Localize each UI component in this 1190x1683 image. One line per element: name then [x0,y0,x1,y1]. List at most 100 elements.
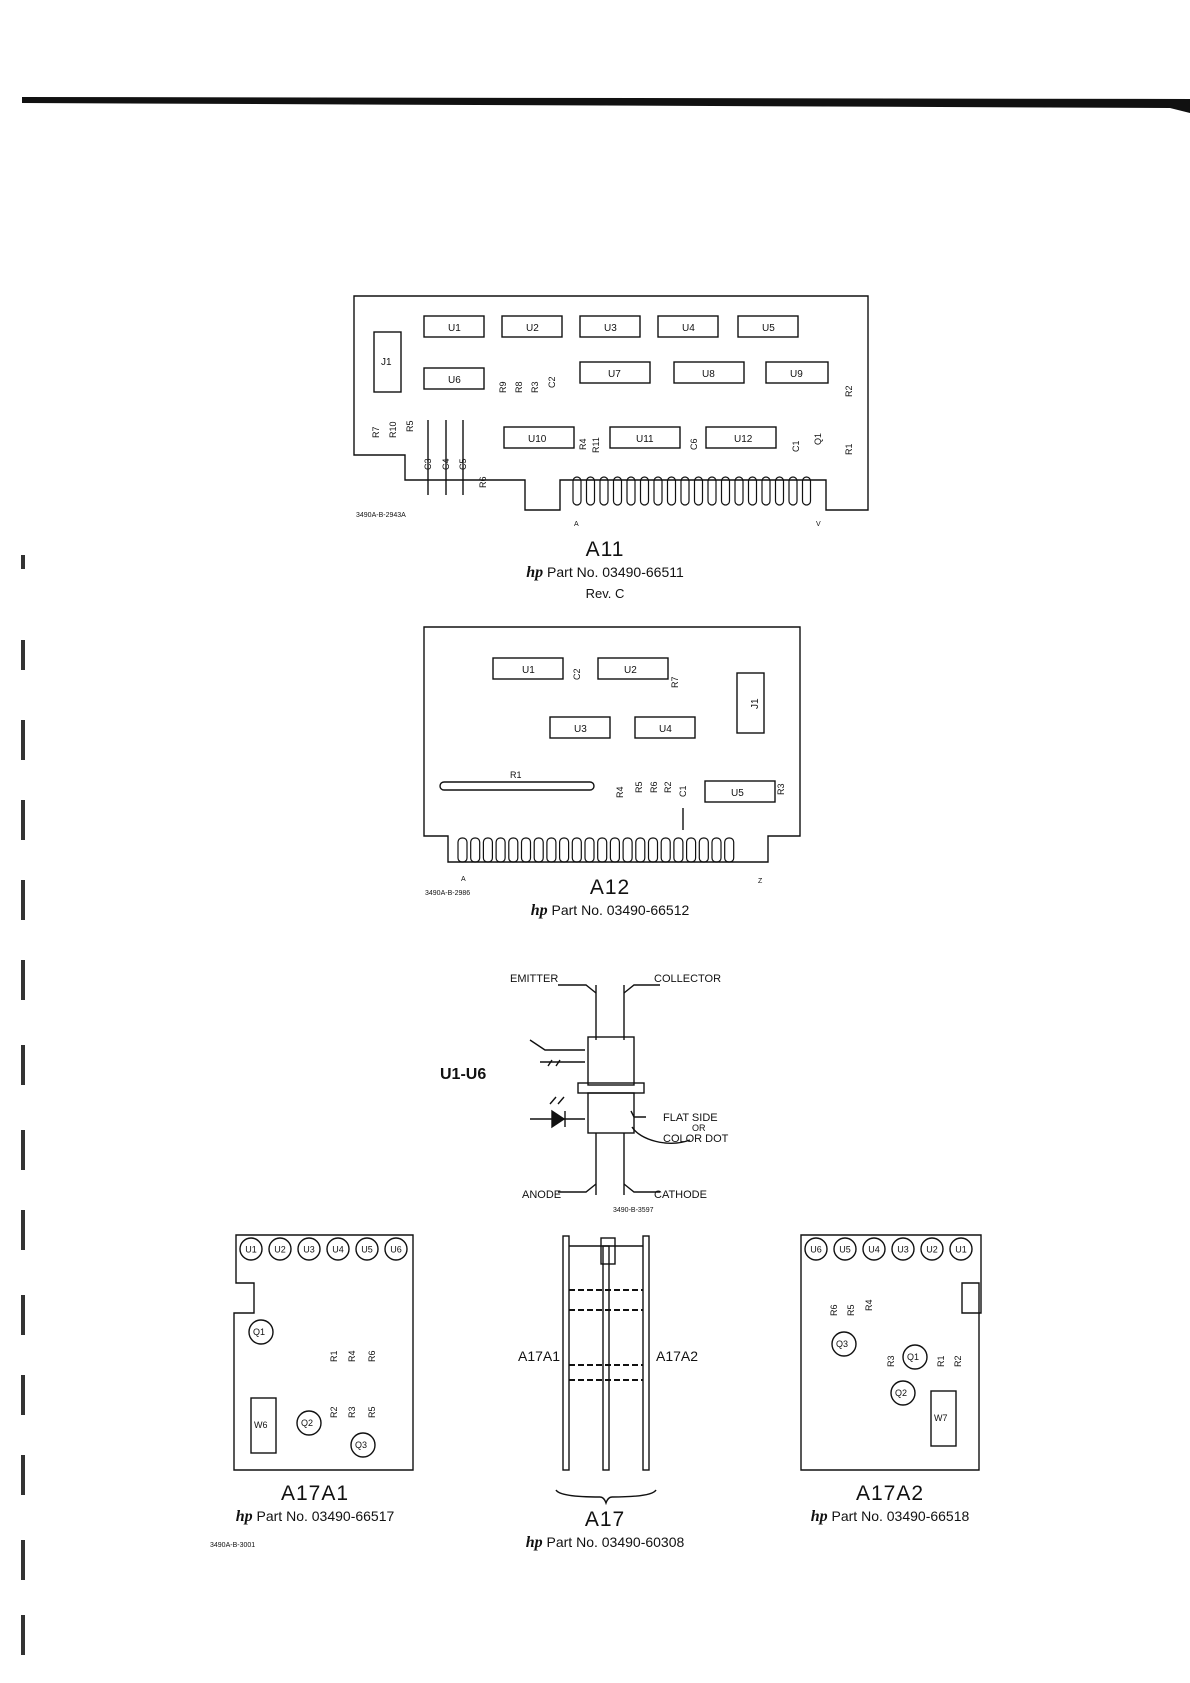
edge-connector-finger [572,476,582,506]
a17a1-r6: R6 [367,1350,377,1362]
a11-c1: C1 [791,440,801,452]
a12-c2: C2 [572,668,582,680]
socket-outline [355,1237,379,1261]
a17a2-r5: R5 [846,1304,856,1316]
edge-connector-finger [626,476,636,506]
a17a1-socket-u4: U4 [332,1245,344,1255]
a12-conn-first: A [461,876,466,883]
a17a2-socket-u5: U5 [839,1245,851,1255]
a17a1-r2: R2 [329,1406,339,1418]
opto-collector-label: COLLECTOR [654,973,721,985]
a17a2-wire: W7 [934,1413,948,1423]
a12-r7: R7 [670,676,680,688]
socket-outline [920,1237,944,1261]
a11-q1: Q1 [813,433,823,445]
socket-outline [384,1237,408,1261]
edge-connector-finger [653,476,663,506]
socket-outline [297,1237,321,1261]
optocoupler-drawing [529,984,691,1195]
edge-connector-finger [685,837,697,863]
a17-caption: A17 hp Part No. 03490-60308 [490,1508,720,1552]
a11-ic-u1: U1 [448,323,461,334]
socket-outline [804,1237,828,1261]
a17a1-part-number: hp Part No. 03490-66517 [200,1508,430,1526]
hp-logo: hp [235,1508,253,1525]
a11-r9: R9 [498,381,508,393]
a12-labels: U1 U2 U3 U4 U5 J1 R1 C2 R7 R4 R5 R6 R2 C… [425,665,786,897]
a12-ic-u3: U3 [574,724,587,735]
a17a2-socket-u6: U6 [810,1245,822,1255]
a11-r5: R5 [405,420,415,432]
edge-connector-finger [801,476,812,506]
edge-connector-finger [558,837,570,863]
edge-connector-finger [546,837,557,863]
a12-ic-u1: U1 [522,665,535,676]
a11-c4: C4 [441,458,451,470]
a17a2-title: A17A2 [855,1482,925,1505]
a12-r6: R6 [649,781,659,793]
a17a2-q2: Q2 [895,1388,907,1398]
a11-ic-u6: U6 [448,375,461,386]
a17a2-q1: Q1 [907,1352,919,1362]
socket-outline [239,1237,263,1261]
edge-connector-finger [747,476,758,506]
opto-anode-label: ANODE [522,1189,561,1201]
a11-r6: R6 [478,476,488,488]
a17-assembly [555,1235,657,1506]
opto-flat-side-label: FLAT SIDE [663,1112,718,1124]
a11-ic-u9: U9 [790,369,803,380]
socket-outline [891,1237,915,1261]
a17-labels: A17A1 A17A2 [518,1348,698,1364]
a17a2-r6: R6 [829,1304,839,1316]
a11-r7: R7 [371,426,381,438]
a17a1-socket-u1: U1 [245,1245,257,1255]
a11-board [353,295,869,511]
a17a1-r3: R3 [347,1406,357,1418]
edge-connector-finger [635,837,646,863]
a17a2-socket-u3: U3 [897,1245,909,1255]
a11-conn-last: V [816,521,821,528]
a11-r2: R2 [844,385,854,397]
opto-color-dot-label: COLOR DOT [663,1133,729,1145]
a11-ic-u7: U7 [608,369,621,380]
a17a1-q1: Q1 [253,1327,265,1337]
a12-ic-u5: U5 [731,788,744,799]
a17-title: A17 [584,1508,626,1531]
a12-c1: C1 [678,785,688,797]
a17-left-label: A17A1 [518,1348,560,1364]
a12-part-label: Part No. 03490-66512 [551,902,690,918]
edge-connector-finger [693,476,704,506]
opto-or-label: OR [692,1123,706,1133]
a11-r8: R8 [514,381,524,393]
a12-part-number: hp Part No. 03490-66512 [485,902,735,920]
a11-conn-first: A [574,521,579,528]
hp-logo: hp [526,564,544,581]
a11-ic-u4: U4 [682,323,695,334]
edge-connector-finger [597,837,608,863]
a12-r5: R5 [634,781,644,793]
edge-connector-finger [585,476,596,506]
a12-drawing-no: 3490A-B-2986 [425,890,470,897]
edge-connector-finger [660,837,671,863]
a17a1-title: A17A1 [280,1482,350,1505]
hp-logo: hp [525,1534,543,1551]
edge-connector-finger [495,837,506,863]
a11-part-number: hp Part No. 03490-66511 [480,564,730,582]
socket-outline [326,1237,350,1261]
edge-connector-finger [666,476,677,506]
edge-connector-finger [533,837,544,863]
edge-connector-finger [584,837,595,863]
a17a1-r1: R1 [329,1350,339,1362]
a12-board [423,626,801,863]
a12-ic-u4: U4 [659,724,672,735]
edge-connector-finger [761,476,771,506]
a17a1-r5: R5 [367,1406,377,1418]
hp-logo: hp [530,902,548,919]
socket-outline [833,1237,857,1261]
a11-caption: A11 hp Part No. 03490-66511 Rev. C [480,538,730,601]
a17a1-wire: W6 [254,1420,268,1430]
edge-connector-finger [774,476,785,506]
edge-connector-finger [612,476,623,506]
